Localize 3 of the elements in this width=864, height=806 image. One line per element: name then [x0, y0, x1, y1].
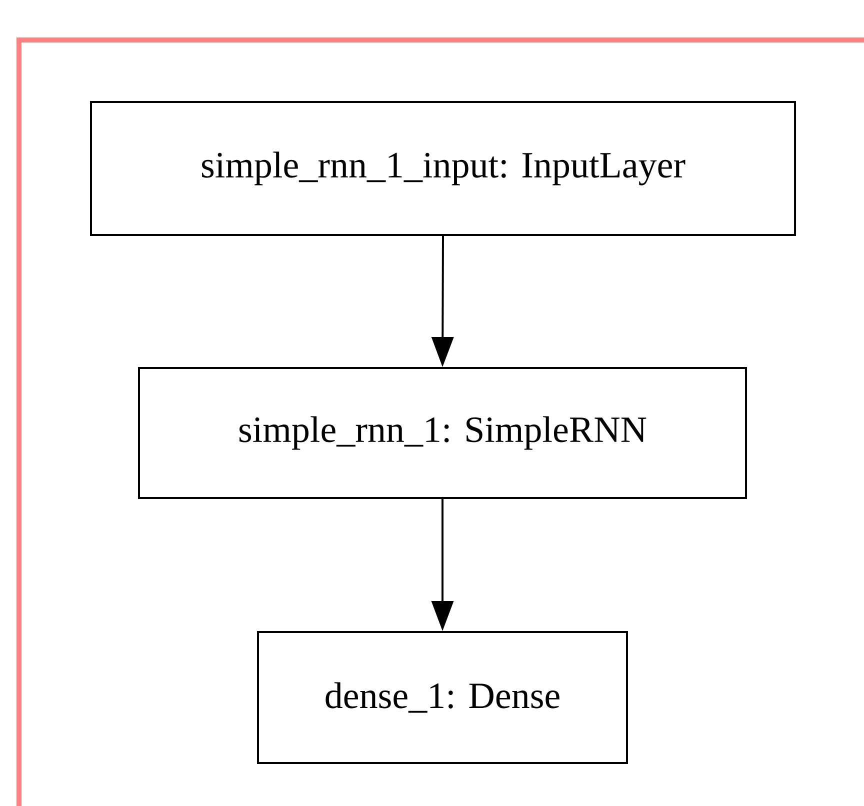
layer-box: dense_1: Dense	[257, 631, 628, 764]
layer-box: simple_rnn_1: SimpleRNN	[138, 367, 747, 499]
layer-box: simple_rnn_1_input: InputLayer	[90, 101, 796, 236]
